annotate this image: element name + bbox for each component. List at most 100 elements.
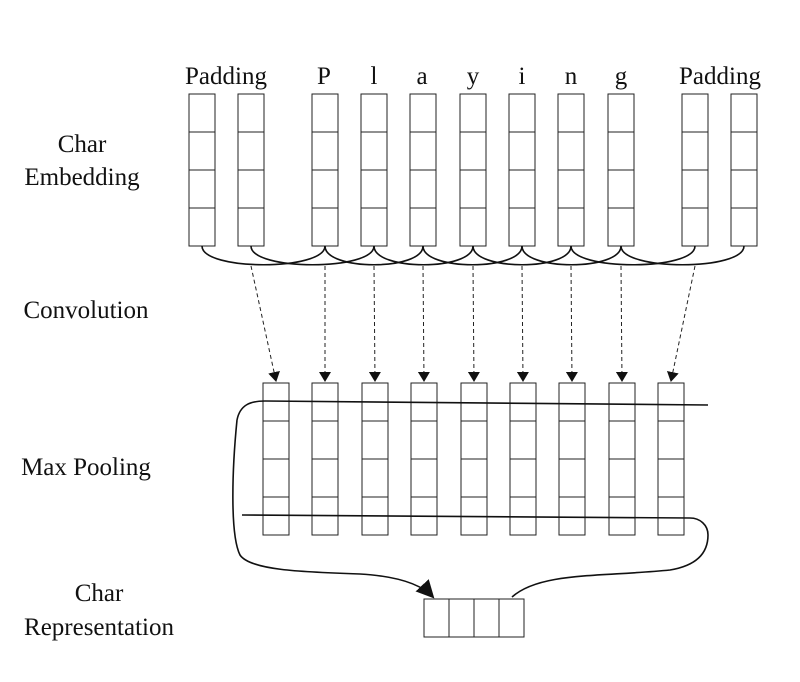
conv-arrow [666,265,696,382]
conv-cell [262,458,290,498]
conv-window-curve [570,245,696,266]
conv-window-curve [521,245,622,266]
embedding-cell [311,93,339,133]
token-label: Padding [185,63,267,90]
embedding-column [607,93,635,247]
conv-cell [608,458,636,498]
embedding-cell [188,93,216,133]
conv-cell [509,382,537,422]
token-label: g [615,63,628,90]
conv-feature-column [460,382,488,536]
embedding-column [557,93,585,247]
conv-feature-column [657,382,685,536]
conv-cell [657,382,685,422]
embedding-cell [607,169,635,209]
conv-cell [410,420,438,460]
embedding-cell [459,207,487,247]
char-representation-vector [423,598,525,638]
embedding-cell [360,207,388,247]
representation-cell [448,598,475,638]
embedding-cell [557,131,585,171]
conv-cell [460,420,488,460]
conv-cell [361,420,389,460]
embedding-column [311,93,339,247]
token-label: a [416,63,427,90]
conv-cell [608,496,636,536]
embedding-cell [360,131,388,171]
embedding-column [360,93,388,247]
embedding-column [188,93,216,247]
embedding-cell [188,169,216,209]
embedding-cell [557,207,585,247]
embedding-cell [409,93,437,133]
embedding-cell [188,131,216,171]
embedding-cell [607,207,635,247]
conv-cell [558,496,586,536]
conv-cell [509,496,537,536]
conv-feature-column [509,382,537,536]
conv-window-curve [250,245,375,266]
embedding-cell [730,131,758,171]
embedding-cell [607,93,635,133]
conv-window-curve [620,245,745,266]
convolution-window-curves [201,245,745,266]
embedding-cell [459,93,487,133]
embedding-column [409,93,437,247]
conv-cell [558,382,586,422]
embedding-cell [508,169,536,209]
max-pooling-label: Max Pooling [21,454,151,481]
conv-cell [608,420,636,460]
convolution-feature-columns [262,382,685,536]
embedding-column [730,93,758,247]
embedding-column [459,93,487,247]
embedding-cell [607,131,635,171]
conv-cell [262,420,290,460]
representation-cell [473,598,500,638]
char-embedding-label-line1: Char [58,131,107,158]
embedding-cell [730,93,758,133]
embedding-cell [360,93,388,133]
conv-arrow [615,265,628,382]
conv-window-curve [324,245,424,266]
conv-cell [657,458,685,498]
embedding-cell [237,93,265,133]
convolution-label: Convolution [23,297,149,324]
embedding-cell [237,169,265,209]
embedding-cell [311,207,339,247]
embedding-cell [459,169,487,209]
max-pool-top-line [236,400,709,421]
char-embedding-columns [188,93,758,247]
embedding-cell [409,169,437,209]
conv-cell [311,420,339,460]
conv-arrow [368,265,381,382]
conv-cell [509,420,537,460]
token-label: n [565,63,578,90]
conv-cell [657,496,685,536]
conv-cell [262,382,290,422]
embedding-cell [681,93,709,133]
conv-cell [410,458,438,498]
conv-arrow [467,265,480,382]
conv-cell [460,382,488,422]
char-representation-label-line2: Representation [24,614,174,641]
conv-window-curve [472,245,572,266]
convolution-arrows [250,265,696,382]
conv-cell [460,458,488,498]
conv-cell [311,458,339,498]
representation-cell [423,598,450,638]
char-representation-label-line1: Char [75,580,124,607]
embedding-cell [311,131,339,171]
token-label: Padding [679,63,761,90]
embedding-cell [188,207,216,247]
embedding-cell [409,131,437,171]
embedding-cell [681,131,709,171]
conv-cell [558,420,586,460]
embedding-column [237,93,265,247]
conv-cell [509,458,537,498]
embedding-cell [459,131,487,171]
max-pool-bottom-line [241,514,709,598]
embedding-cell [557,169,585,209]
conv-feature-column [410,382,438,536]
